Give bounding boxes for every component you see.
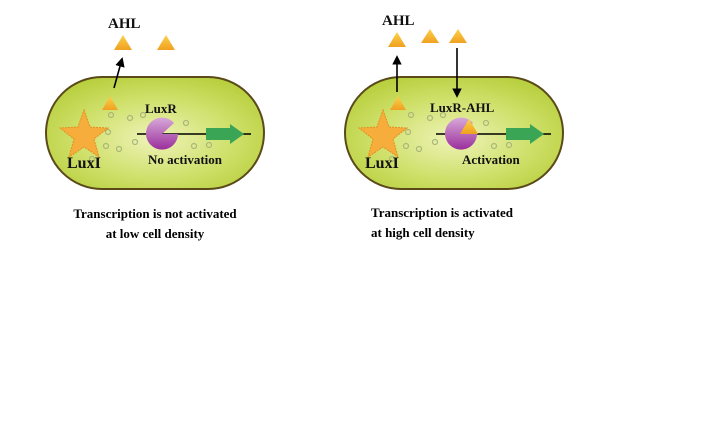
status-label: Activation — [462, 152, 521, 167]
luxi-star-icon — [357, 108, 409, 159]
ahl-label: AHL — [382, 13, 415, 29]
ahl-molecule-icon — [114, 35, 132, 50]
luxi-label: LuxI — [67, 155, 101, 172]
right-panel-high-density: AHL LuxR-AHL LuxI Activation Transcripti… — [344, 13, 564, 240]
ahl-molecule-icon — [388, 32, 406, 47]
ahl-molecule-icon — [421, 29, 439, 43]
secretion-arrow — [113, 57, 125, 89]
status-label: No activation — [148, 152, 223, 167]
ahl-label: AHL — [108, 16, 141, 32]
gene-arrow-icon — [206, 124, 244, 144]
luxi-star-icon — [58, 108, 110, 159]
left-panel-low-density: AHL LuxR LuxI No activation Transcriptio… — [45, 16, 265, 241]
luxr-protein-icon — [146, 117, 178, 150]
caption-line-1: Transcription is not activated — [73, 206, 237, 221]
luxr-ahl-label: LuxR-AHL — [430, 100, 495, 115]
ahl-molecule-icon — [157, 35, 175, 50]
bound-ahl-icon — [460, 119, 478, 134]
diffusing-molecules — [88, 111, 213, 163]
ahl-molecule-icon — [449, 29, 467, 43]
diffusing-molecules — [388, 111, 513, 163]
caption-line-2: at low cell density — [106, 226, 205, 241]
luxi-label: LuxI — [365, 155, 399, 172]
luxr-label: LuxR — [145, 101, 177, 116]
caption-line-1: Transcription is activated — [371, 205, 514, 220]
gene-arrow-icon — [506, 124, 544, 144]
ahl-molecule-icon — [102, 96, 118, 110]
caption-line-2: at high cell density — [371, 225, 475, 240]
ahl-molecule-icon — [390, 96, 406, 110]
